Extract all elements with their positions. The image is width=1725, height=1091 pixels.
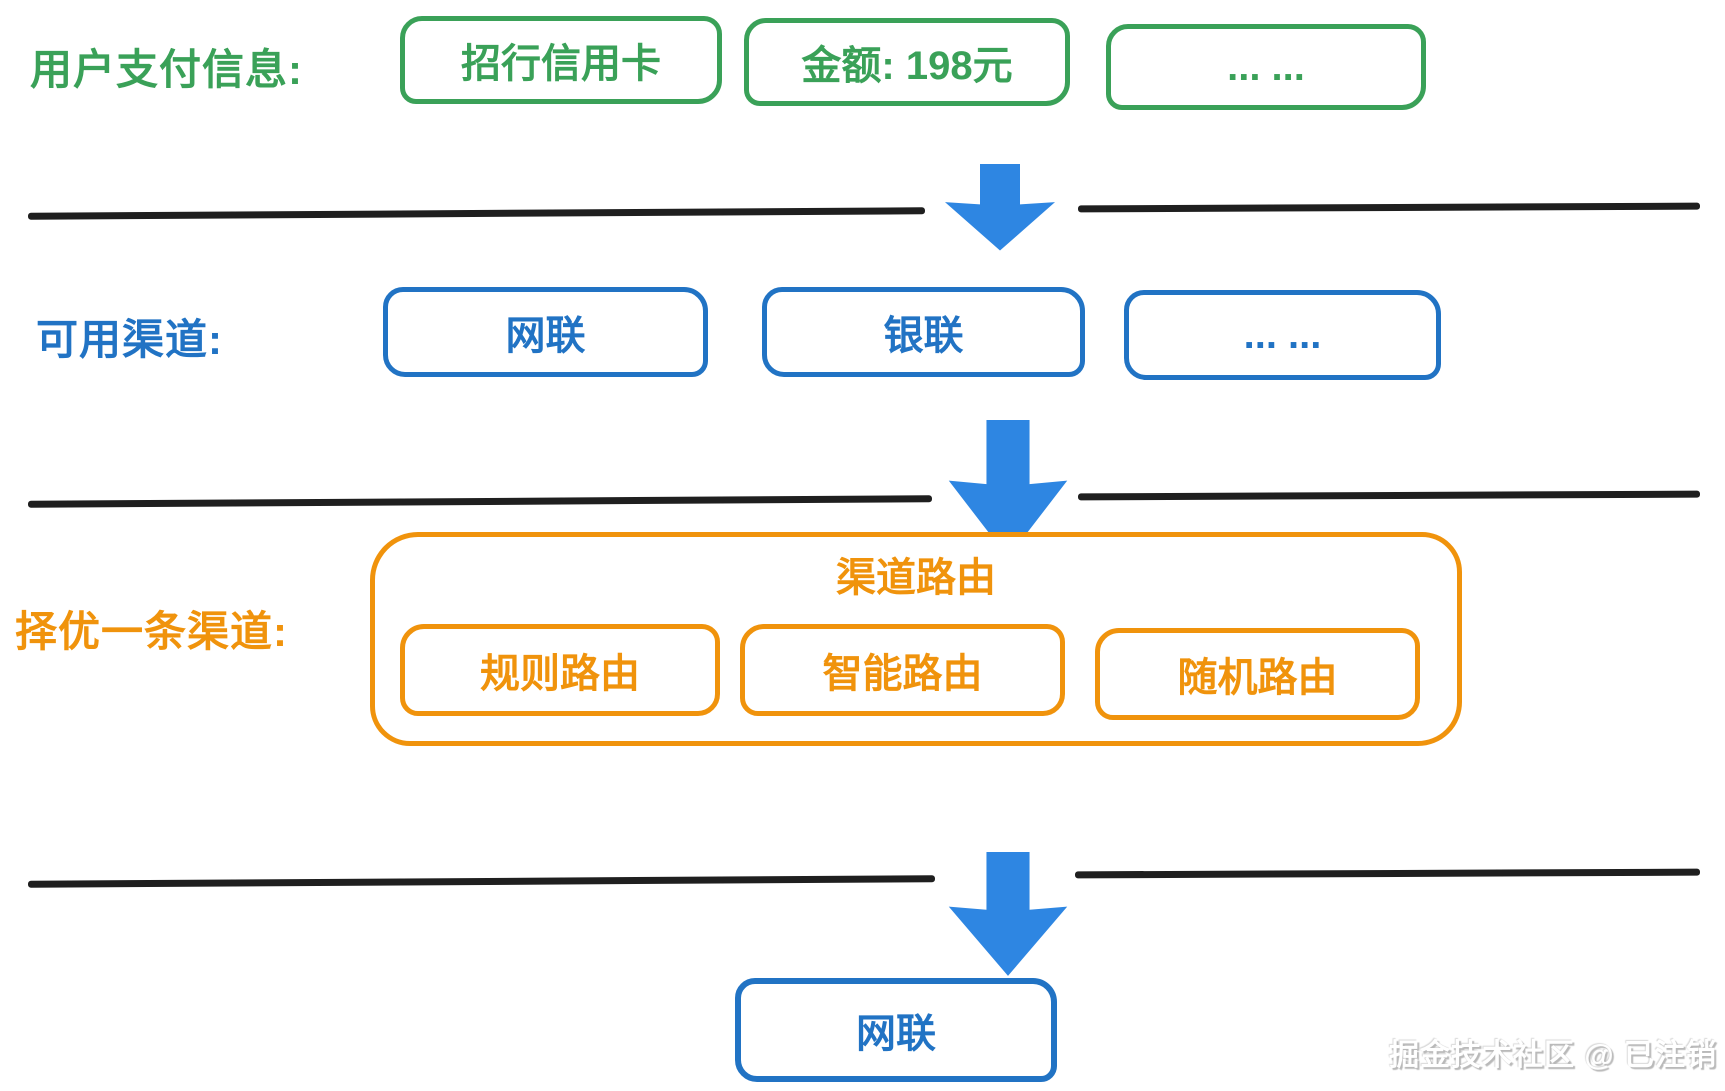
payment-box-amount: 金额: 198元 xyxy=(744,18,1070,106)
channel-box-wanglian: 网联 xyxy=(383,287,708,377)
payment-box-amount-label: 金额: 198元 xyxy=(801,44,1013,88)
divider2-right xyxy=(1077,490,1701,501)
channel-box-ellipsis-label: ... ... xyxy=(1243,312,1322,357)
routing-label: 择优一条渠道: xyxy=(15,608,288,655)
channel-box-ellipsis: ... ... xyxy=(1124,290,1441,380)
down-arrow-icon xyxy=(938,852,1078,978)
routing-box-smart: 智能路由 xyxy=(740,624,1065,716)
routing-box-random: 随机路由 xyxy=(1095,628,1420,720)
watermark-text: 掘金技术社区 @ 已注销 xyxy=(1389,1039,1717,1072)
routing-box-rule-label: 规则路由 xyxy=(480,652,640,696)
divider2-left xyxy=(27,495,933,508)
payment-box-card: 招行信用卡 xyxy=(400,16,722,104)
routing-box-random-label: 随机路由 xyxy=(1177,656,1338,700)
channel-box-yinlian-label: 银联 xyxy=(883,314,964,358)
routing-container-title: 渠道路由 xyxy=(836,556,996,600)
routing-box-smart-label: 智能路由 xyxy=(822,652,983,696)
result-box-wanglian: 网联 xyxy=(735,978,1057,1082)
channels-label: 可用渠道: xyxy=(36,316,223,363)
divider1-left xyxy=(27,207,926,220)
down-arrow-icon xyxy=(935,164,1065,252)
down-arrow-icon xyxy=(938,420,1078,560)
result-box-wanglian-label: 网联 xyxy=(856,1012,936,1056)
payment-info-label: 用户支付信息: xyxy=(30,46,303,93)
divider3-left xyxy=(27,875,936,888)
divider3-right xyxy=(1074,868,1701,879)
channel-box-yinlian: 银联 xyxy=(762,287,1085,377)
divider1-right xyxy=(1077,202,1701,213)
payment-box-ellipsis: ... ... xyxy=(1106,24,1426,110)
routing-box-rule: 规则路由 xyxy=(400,624,720,716)
payment-box-ellipsis-label: ... ... xyxy=(1227,44,1305,89)
payment-box-card-label: 招行信用卡 xyxy=(461,42,661,86)
channel-box-wanglian-label: 网联 xyxy=(505,314,586,358)
